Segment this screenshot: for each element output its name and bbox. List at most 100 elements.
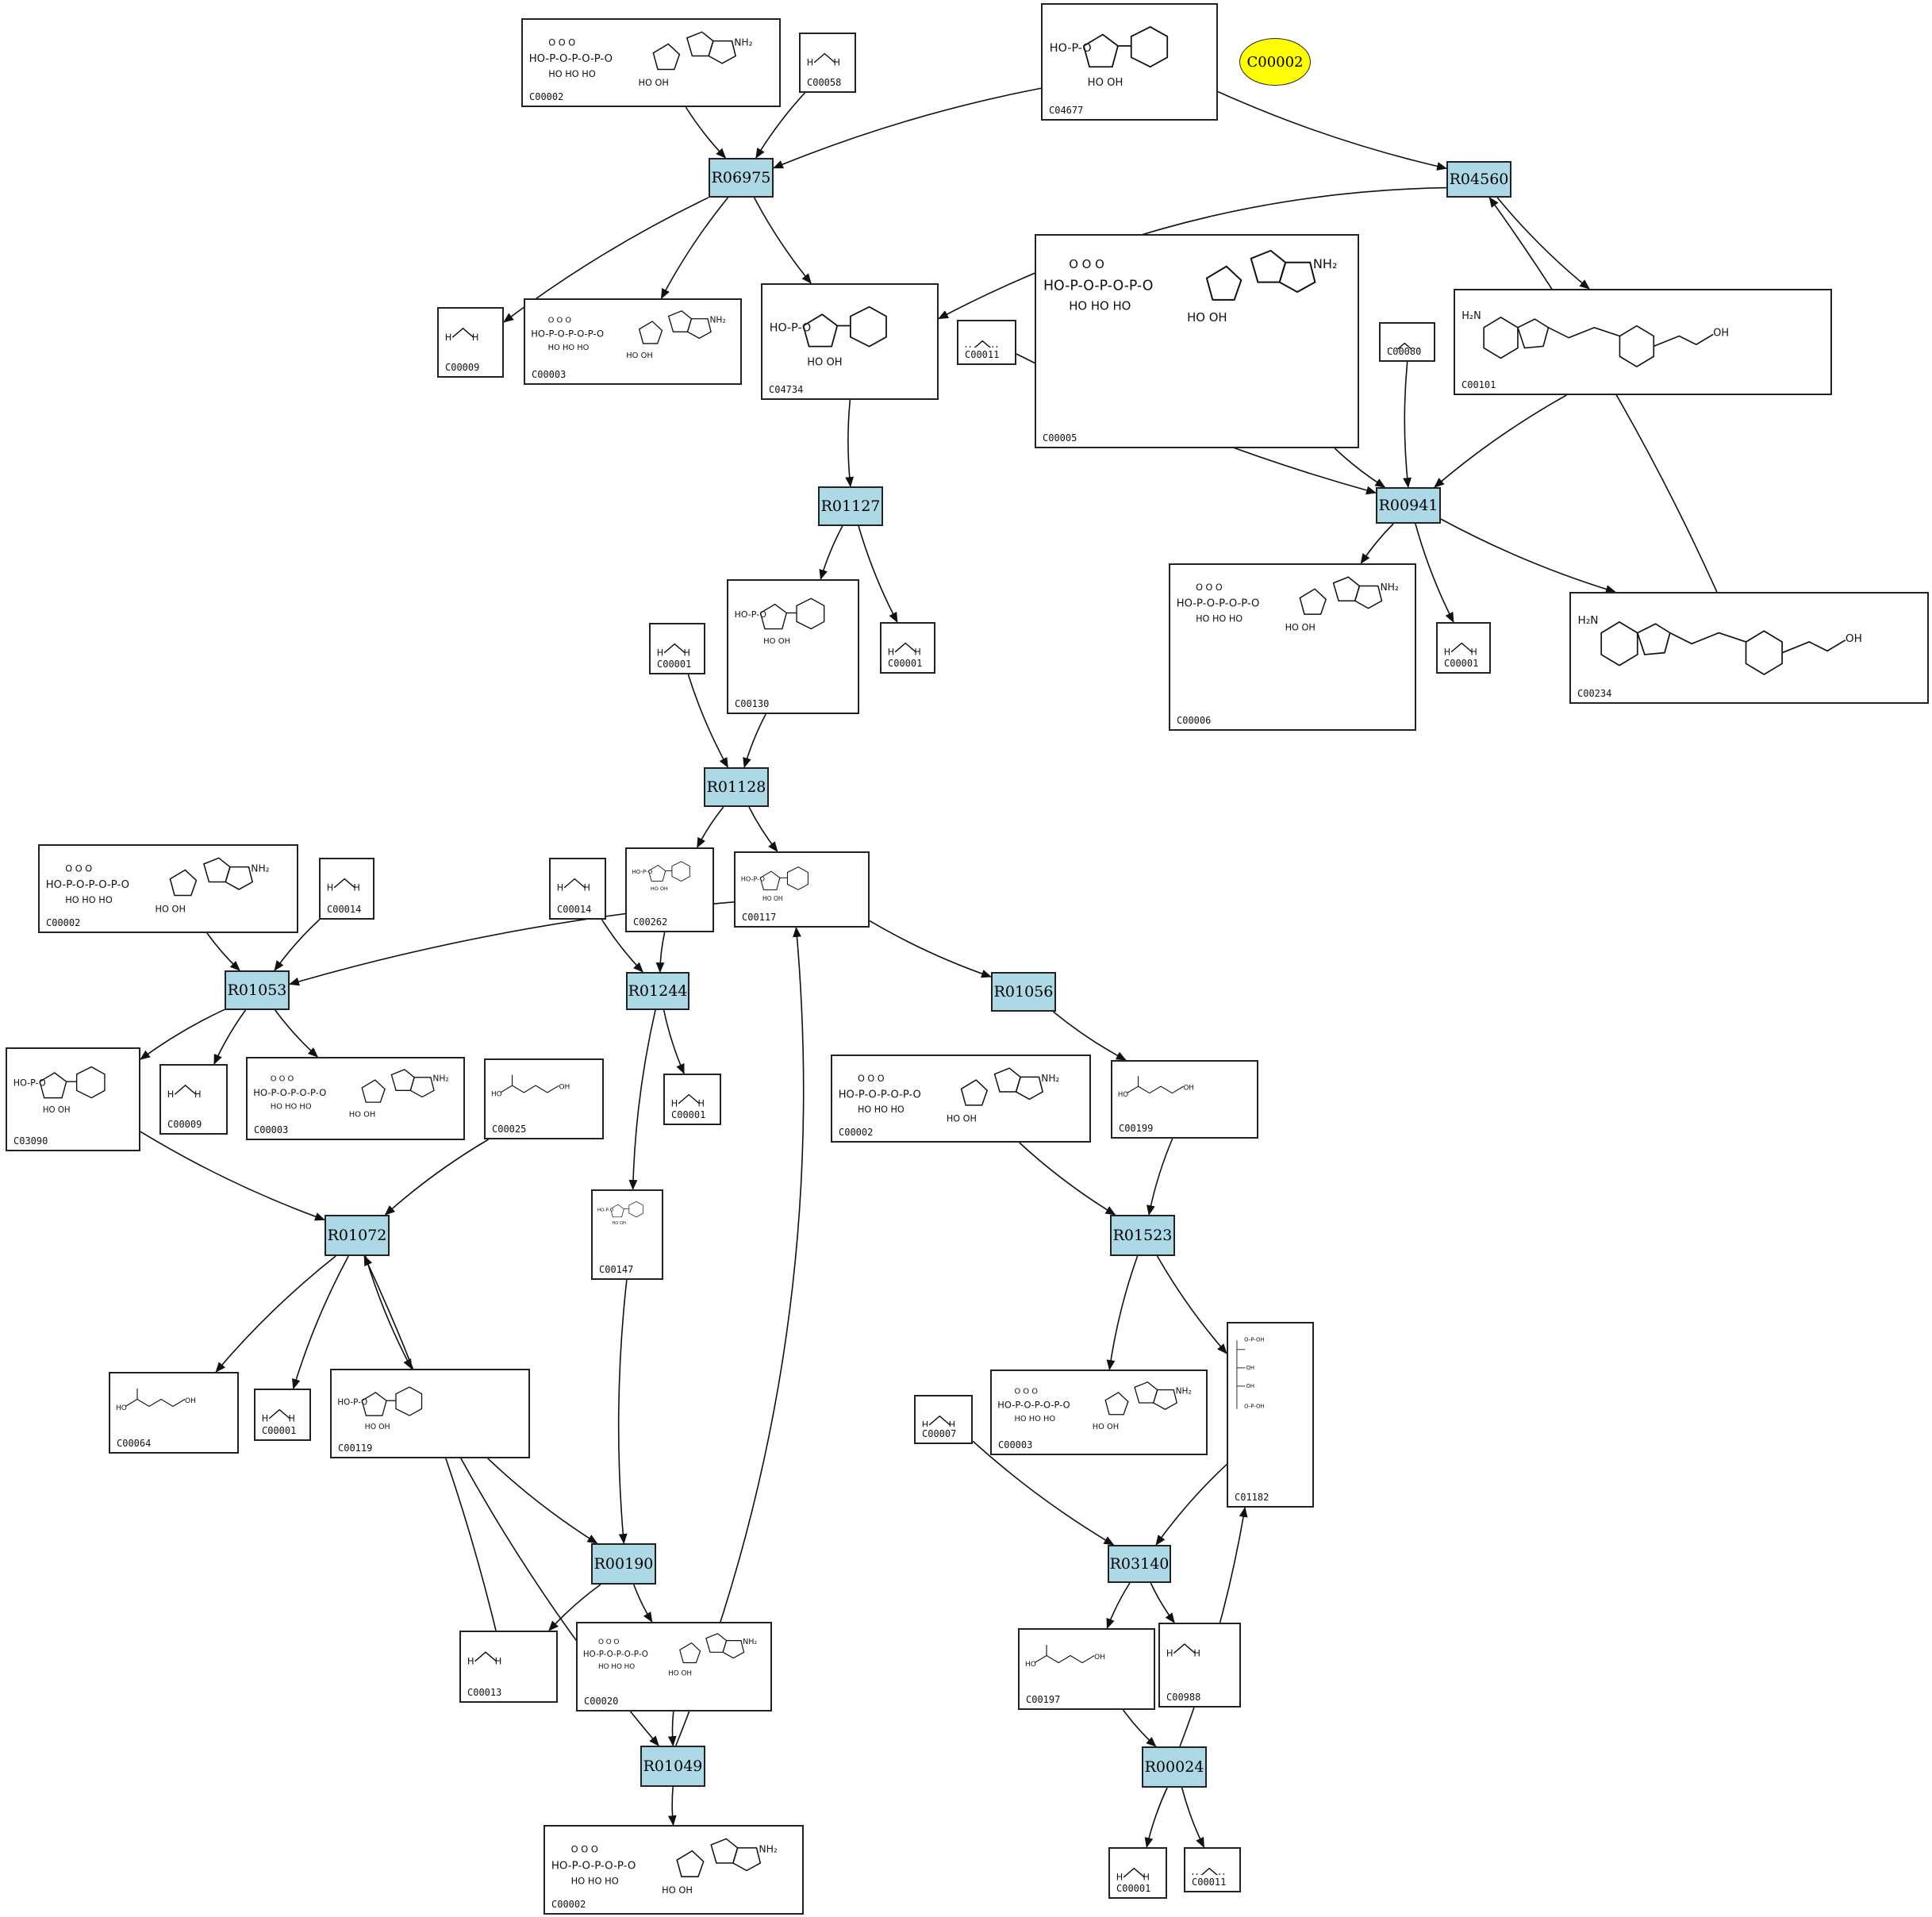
compound-c00119[interactable]: C00119 [330,1369,530,1458]
reaction-r06975[interactable]: R06975 [709,158,774,198]
reaction-r01127[interactable]: R01127 [818,486,883,526]
structure-thf-icon [1461,309,1730,367]
compound-c00002[interactable]: C00002 [543,1825,804,1915]
compound-c00262[interactable]: C00262 [625,847,714,932]
edge-R00941-c16 [1440,518,1616,594]
compound-c00003[interactable]: C00003 [246,1057,465,1140]
structure-hypoxanthine-icon [631,861,690,893]
edge-c9-R00941 [1403,361,1412,489]
compound-c03090[interactable]: C03090 [6,1047,140,1151]
structure-3pg-icon [1024,1644,1106,1669]
compound-c00002[interactable]: C00002 [38,844,298,933]
reaction-r03140[interactable]: R03140 [1108,1545,1171,1583]
edge-R01072-c32 [364,1255,413,1370]
compound-c00014[interactable]: C00014 [319,858,374,920]
compound-c00001[interactable]: C00001 [663,1074,721,1125]
reaction-r01053[interactable]: R01053 [225,970,290,1010]
compound-c00001[interactable]: C00001 [1108,1847,1167,1899]
structure-glutamate-icon [490,1074,570,1099]
reaction-r00190[interactable]: R00190 [591,1543,656,1585]
compound-id-label: C00001 [657,659,692,670]
structure-co2-icon [964,340,999,348]
edge-R01053-c23 [213,1009,247,1065]
compound-c00003[interactable]: C00003 [524,298,742,385]
compound-c01182[interactable]: C01182 [1227,1322,1314,1508]
compound-c00199[interactable]: C00199 [1111,1060,1258,1139]
compound-c00001[interactable]: C00001 [1436,622,1491,674]
compound-c00001[interactable]: C00001 [254,1389,311,1441]
compound-c00988[interactable]: C00988 [1158,1623,1241,1708]
reaction-r01056[interactable]: R01056 [991,972,1056,1012]
highlighted-compound-ellipse[interactable]: C00002 [1239,38,1311,86]
reaction-r01128[interactable]: R01128 [704,767,769,807]
compound-id-label: C03090 [13,1135,48,1147]
reaction-r04560[interactable]: R04560 [1446,161,1511,198]
compound-c00234[interactable]: C00234 [1569,592,1929,704]
structure-glutamine-icon [115,1388,197,1413]
compound-c00025[interactable]: C00025 [484,1058,604,1139]
edge-R01049-c40 [667,1786,677,1827]
edge-R01244-c29 [628,1009,656,1191]
structure-ribose-5p-icon [740,866,809,903]
compound-id-label: C00002 [529,91,564,102]
compound-c04734[interactable]: C04734 [761,283,939,400]
compound-id-label: C00011 [1192,1877,1227,1888]
reaction-r01523[interactable]: R01523 [1110,1215,1175,1256]
compound-c00009[interactable]: C00009 [159,1064,228,1135]
compound-id-label: C00001 [1444,658,1479,669]
compound-c00080[interactable]: C00080 [1379,322,1435,362]
reaction-r01244[interactable]: R01244 [626,972,689,1010]
compound-c00003[interactable]: C00003 [990,1370,1208,1455]
compound-c00020[interactable]: C00020 [576,1622,772,1711]
edge-R01072-c31 [292,1255,349,1390]
structure-atp-icon [837,1067,1061,1125]
compound-c00014[interactable]: C00014 [549,858,606,920]
compound-id-label: C00002 [46,917,81,928]
structure-10-formyl-thf-icon [1577,613,1863,675]
compound-c00001[interactable]: C00001 [880,622,935,674]
compound-id-label: C00014 [327,904,362,915]
edge-R01128-c21 [748,806,778,852]
compound-c00117[interactable]: C00117 [734,851,870,928]
reaction-r00024[interactable]: R00024 [1142,1746,1207,1788]
structure-water-icon [656,643,691,657]
compound-c00011[interactable]: C00011 [1184,1847,1241,1892]
compound-c00001[interactable]: C00001 [649,623,705,674]
edge-R04560-c6 [938,186,1447,320]
compound-c04677[interactable]: C04677 [1041,3,1218,121]
compound-c00197[interactable]: C00197 [1018,1628,1155,1710]
compound-c00007[interactable]: C00007 [914,1395,973,1444]
compound-id-label: C00002 [839,1127,874,1138]
compound-c00058[interactable]: C00058 [799,33,856,93]
reaction-r01049[interactable]: R01049 [640,1746,705,1787]
compound-c00009[interactable]: C00009 [437,307,504,378]
edge-R01128-c20 [696,806,724,848]
edge-R01523-c33 [1106,1255,1139,1371]
structure-water-icon [670,1093,705,1108]
compound-c00002[interactable]: C00002 [831,1055,1091,1143]
compound-id-label: C00007 [922,1428,957,1439]
compound-c00064[interactable]: C00064 [109,1372,239,1454]
structure-pra-icon [13,1066,106,1116]
structure-adp-icon [997,1381,1193,1432]
compound-c00006[interactable]: C00006 [1169,563,1416,731]
structure-ammonia-icon [556,878,591,894]
edge-c37-R01049 [667,1711,677,1747]
compound-c00013[interactable]: C00013 [459,1631,558,1703]
edge-c28-R01523 [1147,1138,1173,1216]
compound-c00002[interactable]: C00002 [521,18,781,107]
compound-c00011[interactable]: C00011 [957,320,1016,365]
compound-c00005[interactable]: C00005 [1035,234,1359,448]
compound-id-label: C00119 [338,1443,373,1454]
compound-id-label: C01182 [1235,1492,1269,1503]
edge-R01127-c13 [858,525,898,623]
compound-c00101[interactable]: C00101 [1454,289,1832,395]
compound-id-label: C00117 [742,912,777,923]
edge-c1-R06975 [685,106,727,159]
edge-c10-R00941 [1434,394,1567,488]
edge-R03140-c39 [1150,1582,1175,1623]
compound-c00147[interactable]: C00147 [591,1189,663,1280]
compound-c00130[interactable]: C00130 [727,579,859,714]
reaction-r01072[interactable]: R01072 [325,1215,390,1256]
reaction-r00941[interactable]: R00941 [1376,487,1441,524]
